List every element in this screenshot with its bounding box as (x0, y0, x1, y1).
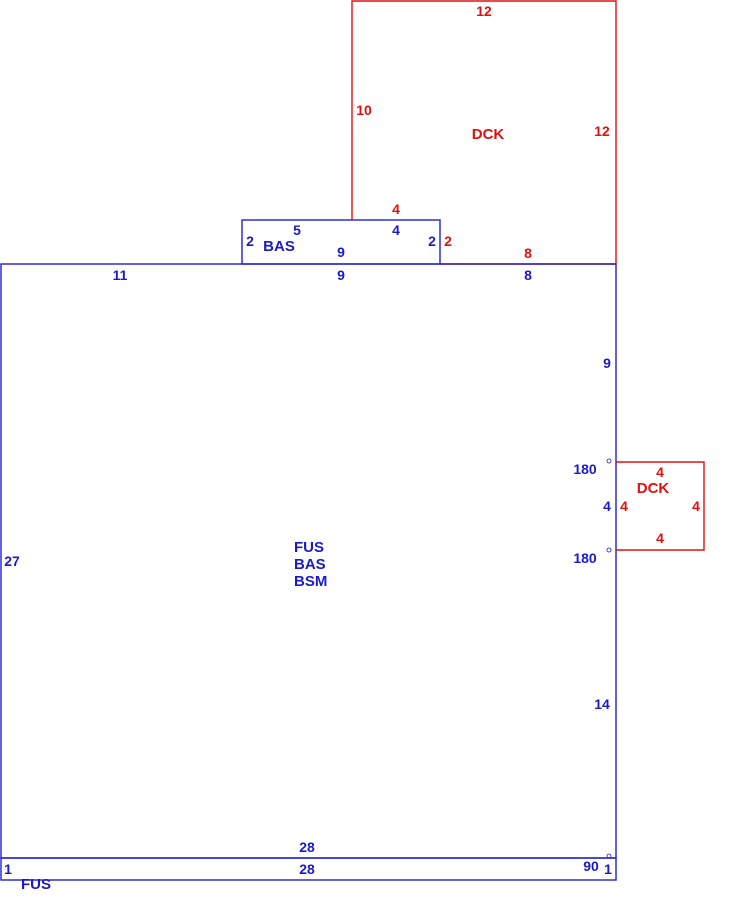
bottom-strip-dim-top: 28 (299, 861, 315, 877)
bottom-strip: FUS 28 1 1 (0, 857, 617, 893)
main-angle-lower: 180 (573, 550, 597, 566)
main-label-fus: FUS (294, 539, 324, 556)
deck-top-dim-left: 10 (356, 102, 372, 118)
main-dim-left: 27 (4, 553, 20, 569)
deck-top-dim-bottom-right: 8 (524, 245, 532, 261)
bas-bump-dim-top-right: 4 (392, 222, 400, 238)
bas-bump-dim-top: 5 (293, 222, 301, 238)
bas-bump: BAS 2 5 4 9 2 2 (241, 219, 452, 265)
bas-bump-dim-middle: 9 (337, 244, 345, 260)
main-angle-lower-degree (606, 547, 612, 553)
main-angle-upper: 180 (573, 461, 597, 477)
deck-top-label: DCK (472, 126, 505, 143)
deck-top-dim-top: 12 (476, 3, 492, 19)
deck-side-label: DCK (637, 480, 670, 497)
deck-side-dim-top: 4 (656, 464, 664, 480)
main-angle-upper-degree (606, 458, 612, 464)
bas-bump-dim-right-outer: 2 (444, 233, 452, 249)
main-dim-top-mid: 9 (337, 267, 345, 283)
main-dim-top-left: 11 (113, 267, 128, 283)
bottom-strip-outline (0, 857, 617, 881)
deck-top-dim-bottom-left: 4 (392, 201, 400, 217)
deck-top-outline (351, 0, 617, 264)
main-angle-corner: 90 (583, 858, 599, 874)
deck-side-dim-left: 4 (620, 498, 628, 514)
main-dim-right-upper: 9 (603, 355, 611, 371)
deck-side: DCK 4 4 4 4 (616, 461, 705, 551)
bas-bump-label: BAS (263, 238, 295, 255)
bottom-strip-dim-left: 1 (4, 861, 12, 877)
main-dim-right-mid: 4 (603, 498, 611, 514)
deck-side-outline (616, 461, 705, 551)
bottom-strip-dim-right: 1 (604, 861, 612, 877)
deck-side-dim-right: 4 (692, 498, 700, 514)
main-label-bas: BAS (294, 556, 326, 573)
deck-side-dim-bottom: 4 (656, 530, 664, 546)
main-dim-bottom: 28 (299, 839, 315, 855)
main-dim-right-lower: 14 (594, 696, 610, 712)
bas-bump-dim-right-inner: 2 (428, 233, 436, 249)
main-dim-top-right: 8 (524, 267, 532, 283)
bas-bump-dim-left: 2 (246, 233, 254, 249)
main-area: FUS BAS BSM 11 9 8 9 4 14 27 28 180 180 … (0, 263, 617, 874)
deck-top-dim-right: 12 (594, 123, 610, 139)
bottom-strip-label: FUS (21, 876, 51, 893)
main-label-bsm: BSM (294, 573, 327, 590)
